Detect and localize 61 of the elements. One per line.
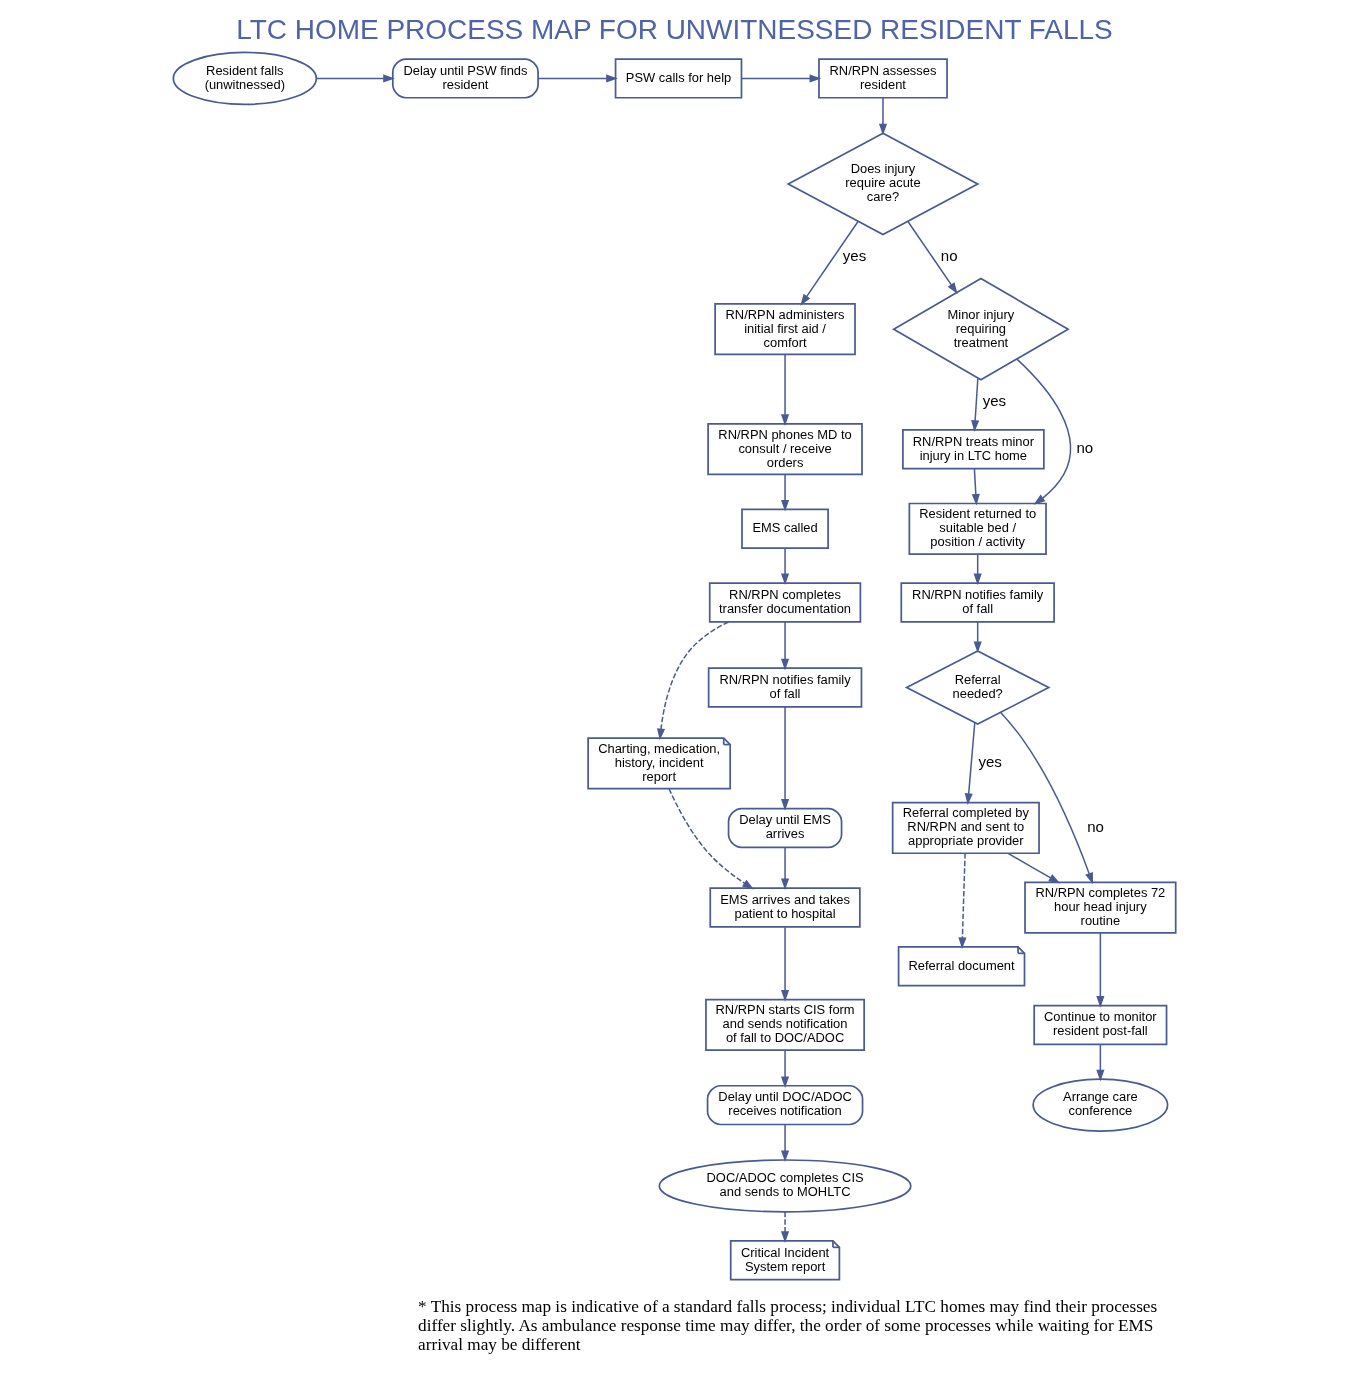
- arrow: [1096, 1043, 1105, 1082]
- arrow: [780, 1049, 790, 1089]
- arrow: [780, 706, 790, 811]
- arrow: [800, 220, 859, 306]
- edge-label: yes: [842, 246, 867, 264]
- node-box: PSW calls for help: [614, 58, 743, 99]
- arrow: [971, 467, 980, 506]
- arrow: [1016, 358, 1072, 505]
- node-box: RN/RPN completes transfer documentation: [708, 582, 862, 623]
- node-box: RN/RPN phones MD to consult / receive orders: [707, 423, 863, 476]
- arrow: [907, 220, 958, 295]
- node-box: RN/RPN assesses resident: [818, 58, 948, 99]
- node-box: Referral completed by RN/RPN and sent to appropriate provider: [891, 801, 1040, 855]
- node-box: RN/RPN treats minor injury in LTC home: [902, 428, 1045, 470]
- arrow: [973, 553, 982, 586]
- node-diamond: Referral needed?: [904, 649, 1051, 726]
- node-box: RN/RPN notifies family of fall: [900, 582, 1055, 623]
- node-box: RN/RPN starts CIS form and sends notification of fall to DOC/ADOC: [705, 998, 865, 1052]
- arrow: [1000, 711, 1093, 885]
- arrow: [780, 547, 790, 586]
- arrow: [537, 74, 618, 83]
- arrow: [668, 788, 754, 890]
- arrow: [973, 621, 982, 654]
- edge-label: no: [940, 246, 958, 264]
- node-box: EMS arrives and takes patient to hospital: [709, 887, 861, 928]
- node-box: Continue to monitor resident post-fall: [1033, 1004, 1168, 1046]
- node-box: Delay until PSW finds resident: [391, 58, 539, 99]
- node-box: EMS called: [741, 508, 829, 550]
- arrow: [878, 97, 888, 136]
- diagram-title: LTC HOME PROCESS MAP FOR UNWITNESSED RESIDENT FALLS: [236, 14, 1113, 46]
- arrow: [656, 621, 730, 741]
- node-box: RN/RPN completes 72 hour head injury routine: [1024, 881, 1177, 934]
- node-box: Delay until EMS arrives: [727, 807, 843, 849]
- arrow: [740, 74, 822, 83]
- edge-label: yes: [982, 391, 1007, 409]
- node-box: Resident returned to suitable bed / position / activity: [908, 502, 1047, 555]
- arrow: [780, 926, 790, 1002]
- arrow: [1007, 852, 1061, 884]
- node-diamond: Minor injury requiring treatment: [892, 277, 1070, 381]
- edge-label: yes: [978, 753, 1002, 771]
- caption: * This process map is indicative of a standard falls process; individual LTC homes may find their processes differ slightly. As ambulance response time may differ, the order of some processes while waiting for EMS arrival may be different: [418, 1296, 1158, 1355]
- arrow: [780, 474, 790, 512]
- arrow: [780, 1124, 790, 1163]
- node-ellipse: DOC/ADOC completes CIS and sends to MOHLTC: [658, 1159, 912, 1213]
- arrow: [780, 353, 790, 426]
- edge-label: no: [1076, 439, 1094, 457]
- node-ellipse: Arrange care conference: [1032, 1078, 1169, 1132]
- node-box: RN/RPN administers initial first aid / comfort: [714, 303, 856, 356]
- arrow: [1096, 932, 1105, 1008]
- arrow: [780, 1211, 790, 1243]
- arrow: [958, 852, 967, 949]
- arrow: [780, 846, 790, 891]
- arrow: [316, 74, 395, 83]
- node-ellipse: Resident falls (unwitnessed): [172, 51, 318, 106]
- node-box: RN/RPN notifies family of fall: [707, 667, 863, 708]
- node-box: Delay until DOC/ADOC receives notification: [706, 1084, 864, 1126]
- arrow: [780, 621, 790, 671]
- node-diamond: Does injury require acute care?: [786, 132, 980, 236]
- arrow: [964, 722, 976, 805]
- arrow: [971, 377, 980, 432]
- edge-label: no: [1087, 817, 1104, 835]
